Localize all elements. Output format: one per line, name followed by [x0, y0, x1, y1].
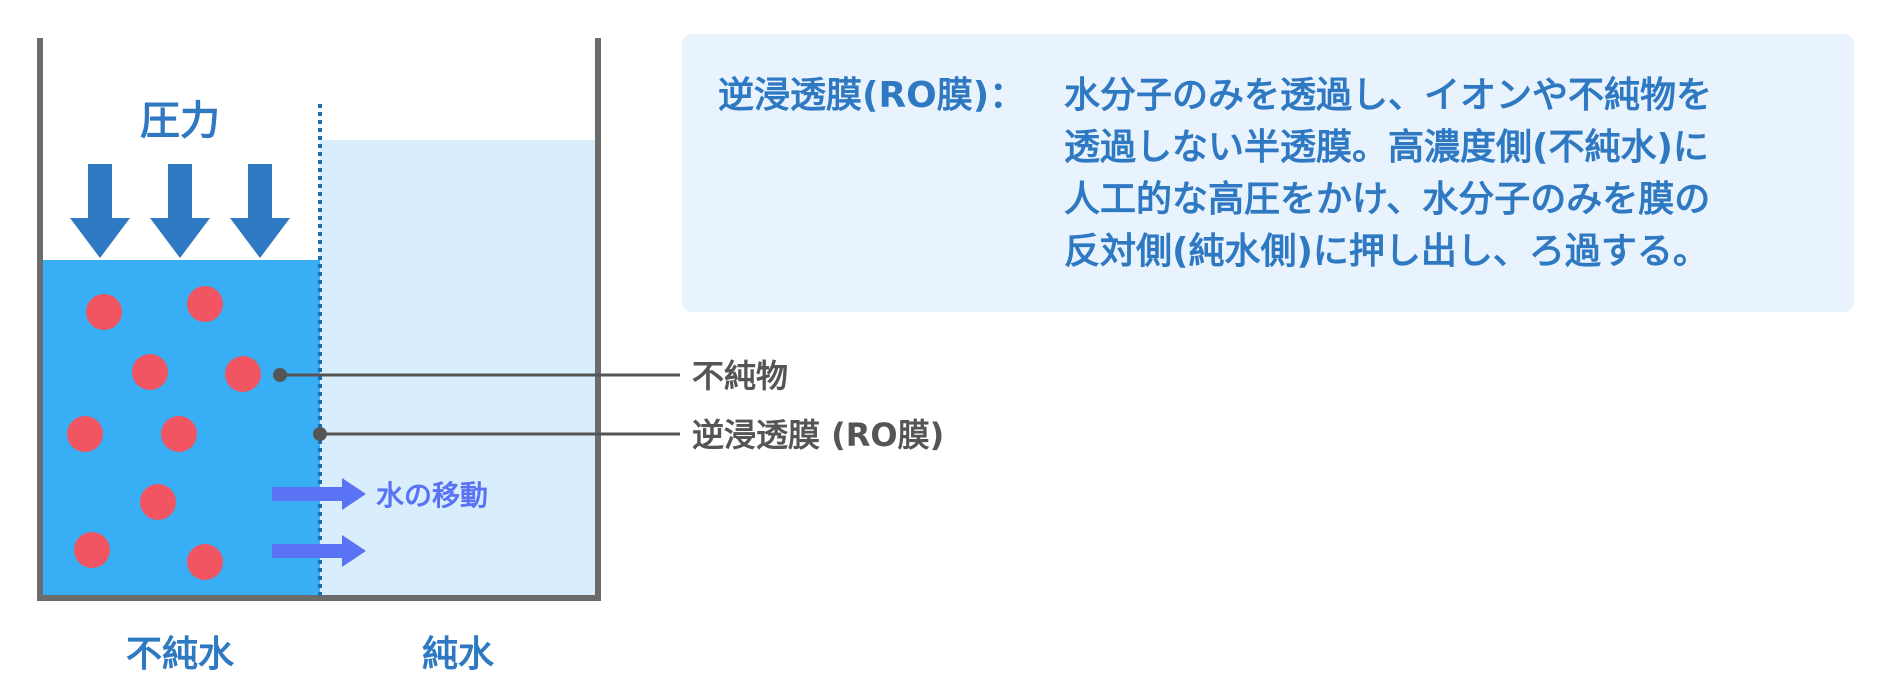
pressure-label: 圧力	[140, 98, 220, 144]
water-movement-arrow-icon	[272, 535, 366, 567]
impurity-particle	[132, 354, 168, 390]
definition-box: 逆浸透膜(RO膜)： 水分子のみを透過し、イオンや不純物を 透過しない半透膜。高…	[682, 34, 1854, 312]
membrane-label: 逆浸透膜 (RO膜)	[692, 416, 944, 454]
definition-line: 透過しない半透膜。高濃度側(不純水)に	[1064, 127, 1709, 168]
pure-water-label: 純水	[422, 634, 495, 675]
impurity-particle	[187, 544, 223, 580]
definition-term: 逆浸透膜(RO膜)：	[718, 75, 1026, 116]
definition-line: 人工的な高圧をかけ、水分子のみを膜の	[1064, 179, 1711, 220]
impure-water-label: 不純水	[126, 634, 235, 675]
impurity-particle	[140, 484, 176, 520]
pressure-arrow-icon	[150, 164, 210, 258]
definition-line: 反対側(純水側)に押し出し、ろ過する。	[1064, 231, 1709, 272]
pure-water-region	[320, 140, 596, 597]
pressure-arrow-icon	[70, 164, 130, 258]
water-movement-arrow-icon	[272, 478, 366, 510]
impurity-particle	[161, 416, 197, 452]
definition-line: 水分子のみを透過し、イオンや不純物を	[1064, 75, 1713, 116]
impurity-particle	[187, 286, 223, 322]
container-wall	[37, 38, 601, 601]
impurity-particle	[225, 356, 261, 392]
pressure-arrow-icon	[230, 164, 290, 258]
impurity-particle	[67, 416, 103, 452]
water-movement-label: 水の移動	[376, 479, 488, 512]
definition-body: 水分子のみを透過し、イオンや不純物を 透過しない半透膜。高濃度側(不純水)に 人…	[1064, 70, 1712, 278]
impurity-particle	[86, 294, 122, 330]
impurity-particle	[74, 532, 110, 568]
impurity-label: 不純物	[692, 357, 788, 395]
